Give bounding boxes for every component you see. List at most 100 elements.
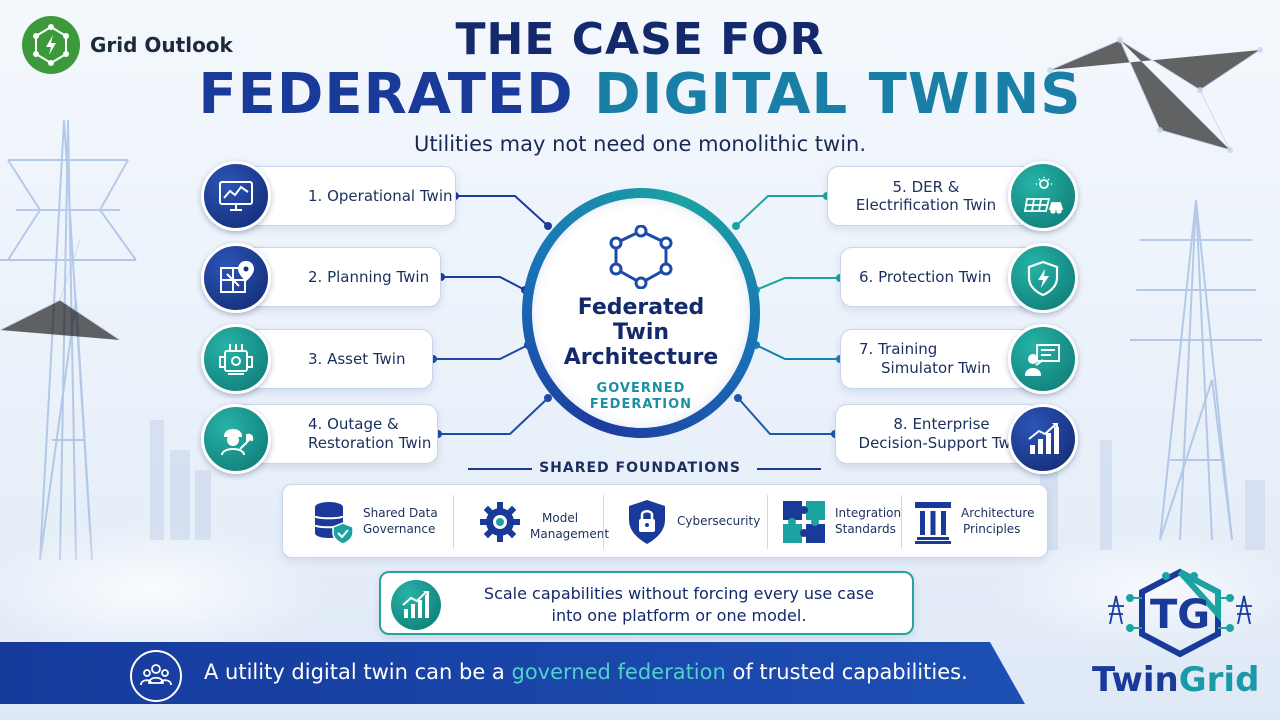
foundation-label: Shared Data [363, 506, 438, 521]
twingrid-logo-mark: TG [1136, 591, 1224, 639]
brand-name: Grid Outlook [90, 33, 233, 57]
foundation-label: Architecture [961, 506, 1035, 521]
grid-outlook-logo-icon [22, 16, 80, 74]
growth-chart-icon [391, 580, 441, 630]
hub-subtitle: GOVERNED FEDERATION [532, 381, 750, 414]
twin-card-title: Training [878, 340, 938, 359]
logo-name-twin: Twin [1092, 660, 1179, 700]
scale-callout: Scale capabilities without forcing every… [379, 571, 914, 635]
twin-card-label: 3. [308, 350, 323, 368]
scale-text: Scale capabilities without forcing every… [449, 583, 909, 626]
shield-lock-icon [629, 500, 665, 544]
page-title-line1: THE CASE FOR [455, 14, 825, 65]
twingrid-logo-icon [1108, 568, 1252, 658]
twin-card-title: DER & [911, 178, 960, 196]
shared-foundations-heading: SHARED FOUNDATIONS [539, 460, 741, 476]
connector-1 [455, 195, 549, 227]
transformer-icon [201, 324, 271, 394]
banner-text-a: A utility digital twin can be a [204, 660, 505, 684]
foundation-cybersecurity[interactable]: Cybersecurity [625, 485, 760, 559]
twin-card-label: 7. [859, 340, 874, 359]
puzzle-icon [783, 501, 825, 543]
gear-icon [480, 502, 520, 542]
twin-card-der-electrification[interactable]: 5. DER & Electrification Twin [827, 166, 1043, 226]
subtitle: Utilities may not need one monolithic tw… [413, 132, 867, 156]
shield-bolt-icon [1008, 243, 1078, 313]
foundation-label: Integration [835, 506, 902, 521]
page-title-line2: FEDERATED DIGITAL TWINS [0, 62, 1280, 127]
bottom-banner [0, 642, 1025, 704]
banner-highlight: governed federation [511, 660, 726, 684]
connector-3 [433, 344, 529, 360]
hub-title-line3: Architecture [563, 344, 719, 370]
divider [468, 468, 532, 470]
presenter-board-icon [1008, 324, 1078, 394]
right-pylon-icon [1130, 199, 1262, 541]
scale-text-line1: Scale capabilities without forcing every… [483, 584, 875, 603]
twin-card-title: Operational Twin [327, 187, 453, 205]
logo-mark-text: TG [1149, 592, 1211, 638]
connector-7 [755, 344, 840, 360]
monitor-chart-icon [201, 161, 271, 231]
title-word-federated: FEDERATED [198, 62, 574, 127]
twingrid-logo-text: TwinGrid [1092, 660, 1259, 700]
divider [767, 495, 768, 549]
twin-card-title-line2: Decision-Support Twin [858, 434, 1025, 452]
twin-card-title: Enterprise [912, 415, 990, 434]
worker-wrench-icon [201, 404, 271, 474]
twin-card-training-simulator[interactable]: 7. Training Simulator Twin [840, 329, 1040, 389]
divider [603, 495, 604, 549]
hub-title-line2: Twin [612, 319, 670, 345]
map-pin-icon [201, 243, 271, 313]
connector-4 [438, 397, 549, 435]
foundation-label-line2: Principles [963, 522, 1021, 536]
connector-8 [737, 397, 835, 435]
twin-card-protection[interactable]: 6. Protection Twin [840, 247, 1040, 307]
twin-card-label: 6. [859, 268, 874, 286]
divider [453, 495, 454, 549]
twin-card-label: 1. [308, 187, 323, 205]
connector-5 [735, 195, 827, 227]
twin-card-label: 2. [308, 268, 323, 286]
hub-title-line1: Federated [577, 295, 705, 320]
logo-name-grid: Grid [1178, 660, 1260, 700]
scale-text-line2: into one platform or one model. [551, 605, 807, 625]
title-word-digital-twins: DIGITAL TWINS [594, 62, 1082, 127]
left-pylon-icon [0, 119, 137, 561]
twin-card-title: Outage & [327, 415, 399, 434]
connector-6 [755, 277, 840, 291]
foundation-label-line2: Standards [835, 522, 896, 536]
people-group-icon [130, 650, 182, 702]
foundation-label-line2: Governance [363, 522, 436, 536]
foundation-label: Model [542, 511, 579, 526]
twin-card-title: Asset Twin [327, 350, 406, 368]
banner-text: A utility digital twin can be a governed… [204, 660, 968, 684]
twin-card-label: 8. [893, 415, 908, 434]
twin-card-outage-restoration[interactable]: 4. Outage & Restoration Twin [225, 404, 438, 464]
twin-card-title-line2: Restoration Twin [308, 434, 432, 452]
hub-title: Federated Twin Architecture [532, 295, 750, 371]
bar-chart-icon [1008, 404, 1078, 474]
database-shield-icon [314, 502, 354, 545]
divider [757, 468, 821, 470]
foundation-label: Cybersecurity [677, 514, 761, 529]
banner-text-b: of trusted capabilities. [732, 660, 968, 684]
hub-subtitle-line2: FEDERATION [589, 397, 693, 413]
twin-card-title: Protection Twin [878, 268, 992, 286]
connector-2 [441, 276, 526, 291]
brand[interactable]: Grid Outlook [22, 16, 233, 74]
twin-card-title: Planning Twin [327, 268, 430, 286]
twin-card-label: 4. [308, 415, 323, 434]
twin-card-title-line2: Simulator Twin [881, 359, 991, 377]
pillar-icon [915, 502, 951, 544]
twin-card-title-line2: Electrification Twin [855, 196, 997, 214]
divider [901, 495, 902, 549]
hexagon-network-icon [609, 225, 673, 289]
